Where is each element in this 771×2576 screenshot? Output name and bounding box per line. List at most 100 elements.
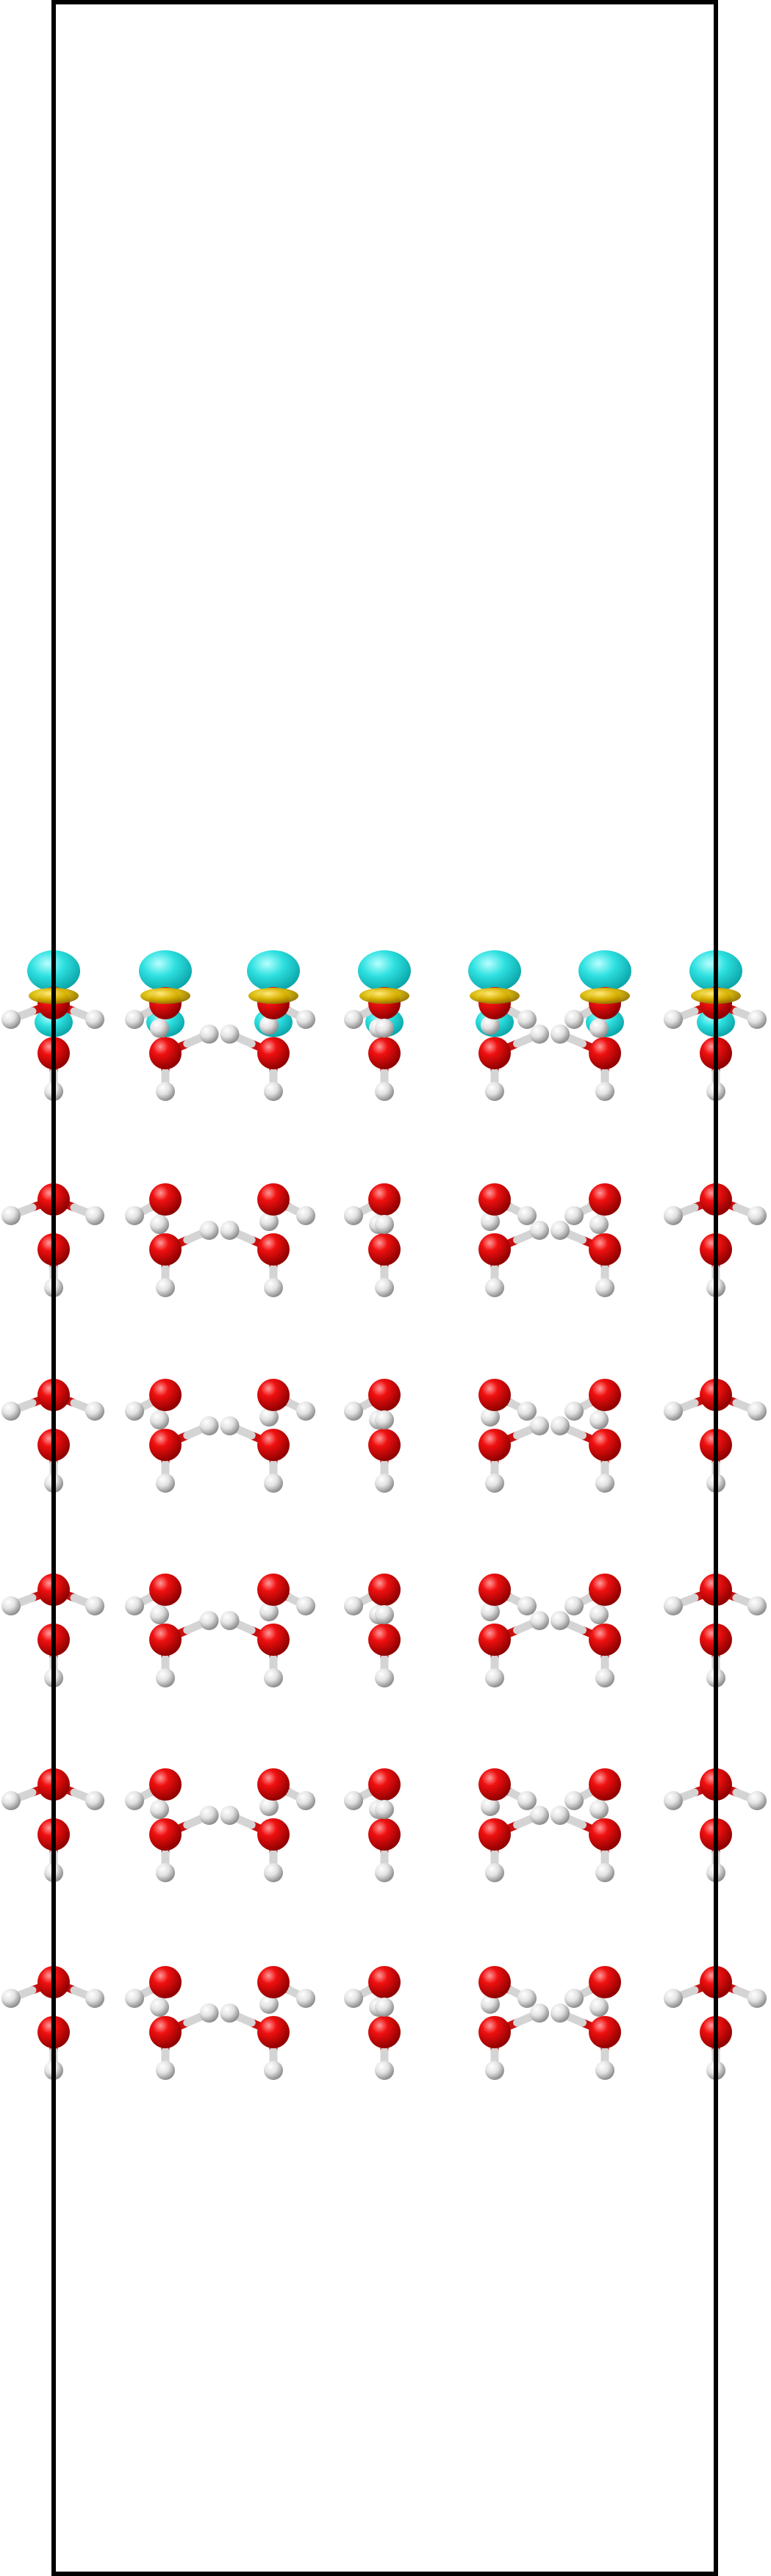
- hydrogen-atom: [375, 1668, 394, 1687]
- hydrogen-atom: [375, 1082, 394, 1101]
- oxygen-atom: [478, 1624, 511, 1656]
- hydrogen-atom: [375, 1863, 394, 1882]
- hydrogen-atom: [564, 1791, 584, 1810]
- isosurface-negative-ring: [359, 988, 409, 1004]
- oxygen-atom: [589, 1233, 621, 1266]
- oxygen-atom: [589, 1429, 621, 1461]
- hydrogen-atom: [747, 1010, 767, 1029]
- hydrogen-atom: [375, 1605, 394, 1624]
- hydrogen-atom: [747, 1989, 767, 2008]
- hydrogen-atom: [150, 1800, 169, 1819]
- atoms: [1, 987, 767, 2080]
- hydrogen-atom: [199, 1806, 219, 1825]
- hydrogen-atom: [664, 1402, 683, 1421]
- isosurface-negative-ring: [140, 988, 190, 1004]
- hydrogen-atom: [564, 1989, 584, 2008]
- oxygen-atom: [257, 1379, 290, 1411]
- oxygen-atom: [478, 1429, 511, 1461]
- hydrogen-atom: [551, 1025, 570, 1044]
- isosurface-negative-ring: [580, 988, 630, 1004]
- hydrogen-atom: [595, 1082, 614, 1101]
- hydrogen-atom: [589, 1998, 609, 2017]
- hydrogen-atom: [344, 1989, 363, 2008]
- oxygen-atom: [149, 1966, 182, 1998]
- oxygen-atom: [589, 1037, 621, 1069]
- hydrogen-atom: [199, 1611, 219, 1630]
- oxygen-atom: [149, 1183, 182, 1216]
- hydrogen-atom: [589, 1019, 609, 1038]
- hydrogen-atom: [85, 1206, 104, 1225]
- oxygen-atom: [368, 1624, 401, 1656]
- isosurface-negative-ring: [470, 988, 520, 1004]
- oxygen-atom: [589, 1624, 621, 1656]
- hydrogen-atom: [564, 1010, 584, 1029]
- hydrogen-atom: [156, 1082, 175, 1101]
- hydrogen-atom: [517, 1402, 537, 1421]
- oxygen-atom: [478, 1966, 511, 1998]
- hydrogen-atom: [125, 1989, 144, 2008]
- oxygen-atom: [257, 1574, 290, 1606]
- oxygen-atom: [257, 1624, 290, 1656]
- hydrogen-atom: [517, 1989, 537, 2008]
- hydrogen-atom: [259, 1602, 279, 1621]
- hydrogen-atom: [589, 1410, 609, 1429]
- hydrogen-atom: [85, 1596, 104, 1615]
- hydrogen-atom: [485, 1278, 504, 1297]
- hydrogen-atom: [150, 1019, 169, 1038]
- hydrogen-atom: [485, 2061, 504, 2080]
- hydrogen-atom: [199, 1025, 219, 1044]
- hydrogen-atom: [530, 1025, 549, 1044]
- hydrogen-atom: [517, 1010, 537, 1029]
- hydrogen-atom: [296, 1010, 315, 1029]
- hydrogen-atom: [344, 1402, 363, 1421]
- isosurface-positive-lobe: [468, 950, 521, 991]
- oxygen-atom: [149, 1818, 182, 1851]
- hydrogen-atom: [296, 1596, 315, 1615]
- oxygen-atom: [257, 1429, 290, 1461]
- isosurface-positive-lobe: [247, 950, 300, 991]
- hydrogen-atom: [264, 1668, 283, 1687]
- hydrogen-atom: [125, 1596, 144, 1615]
- hydrogen-atom: [1, 1989, 21, 2008]
- hydrogen-atom: [664, 1791, 683, 1810]
- hydrogen-atom: [589, 1215, 609, 1234]
- hydrogen-atom: [747, 1596, 767, 1615]
- hydrogen-atom: [589, 1800, 609, 1819]
- hydrogen-atom: [595, 1278, 614, 1297]
- hydrogen-atom: [296, 1791, 315, 1810]
- hydrogen-atom: [264, 2061, 283, 2080]
- hydrogen-atom: [150, 1215, 169, 1234]
- oxygen-atom: [478, 1574, 511, 1606]
- oxygen-atom: [478, 1768, 511, 1801]
- oxygen-atom: [478, 1233, 511, 1266]
- oxygen-atom: [149, 2016, 182, 2048]
- hydrogen-atom: [344, 1206, 363, 1225]
- hydrogen-atom: [595, 1863, 614, 1882]
- isosurface-positive-lobe: [578, 950, 631, 991]
- hydrogen-atom: [85, 1402, 104, 1421]
- hydrogen-atom: [481, 1995, 500, 2014]
- hydrogen-atom: [344, 1791, 363, 1810]
- hydrogen-atom: [530, 1416, 549, 1435]
- hydrogen-atom: [517, 1791, 537, 1810]
- unit-cell-outline: [51, 0, 718, 2576]
- oxygen-atom: [589, 2016, 621, 2048]
- oxygen-atom: [149, 1429, 182, 1461]
- oxygen-atom: [478, 1818, 511, 1851]
- hydrogen-atom: [156, 1474, 175, 1493]
- oxygen-atom: [478, 1037, 511, 1069]
- hydrogen-atom: [1, 1010, 21, 1029]
- hydrogen-atom: [664, 1010, 683, 1029]
- hydrogen-atom: [125, 1791, 144, 1810]
- charge-density-front: [29, 988, 741, 1004]
- oxygen-atom: [589, 1818, 621, 1851]
- hydrogen-atom: [375, 1998, 394, 2017]
- hydrogen-atom: [551, 1611, 570, 1630]
- oxygen-atom: [149, 1574, 182, 1606]
- hydrogen-atom: [747, 1791, 767, 1810]
- hydrogen-atom: [199, 2003, 219, 2023]
- hydrogen-atom: [530, 1221, 549, 1240]
- oxygen-atom: [368, 1233, 401, 1266]
- hydrogen-atom: [517, 1206, 537, 1225]
